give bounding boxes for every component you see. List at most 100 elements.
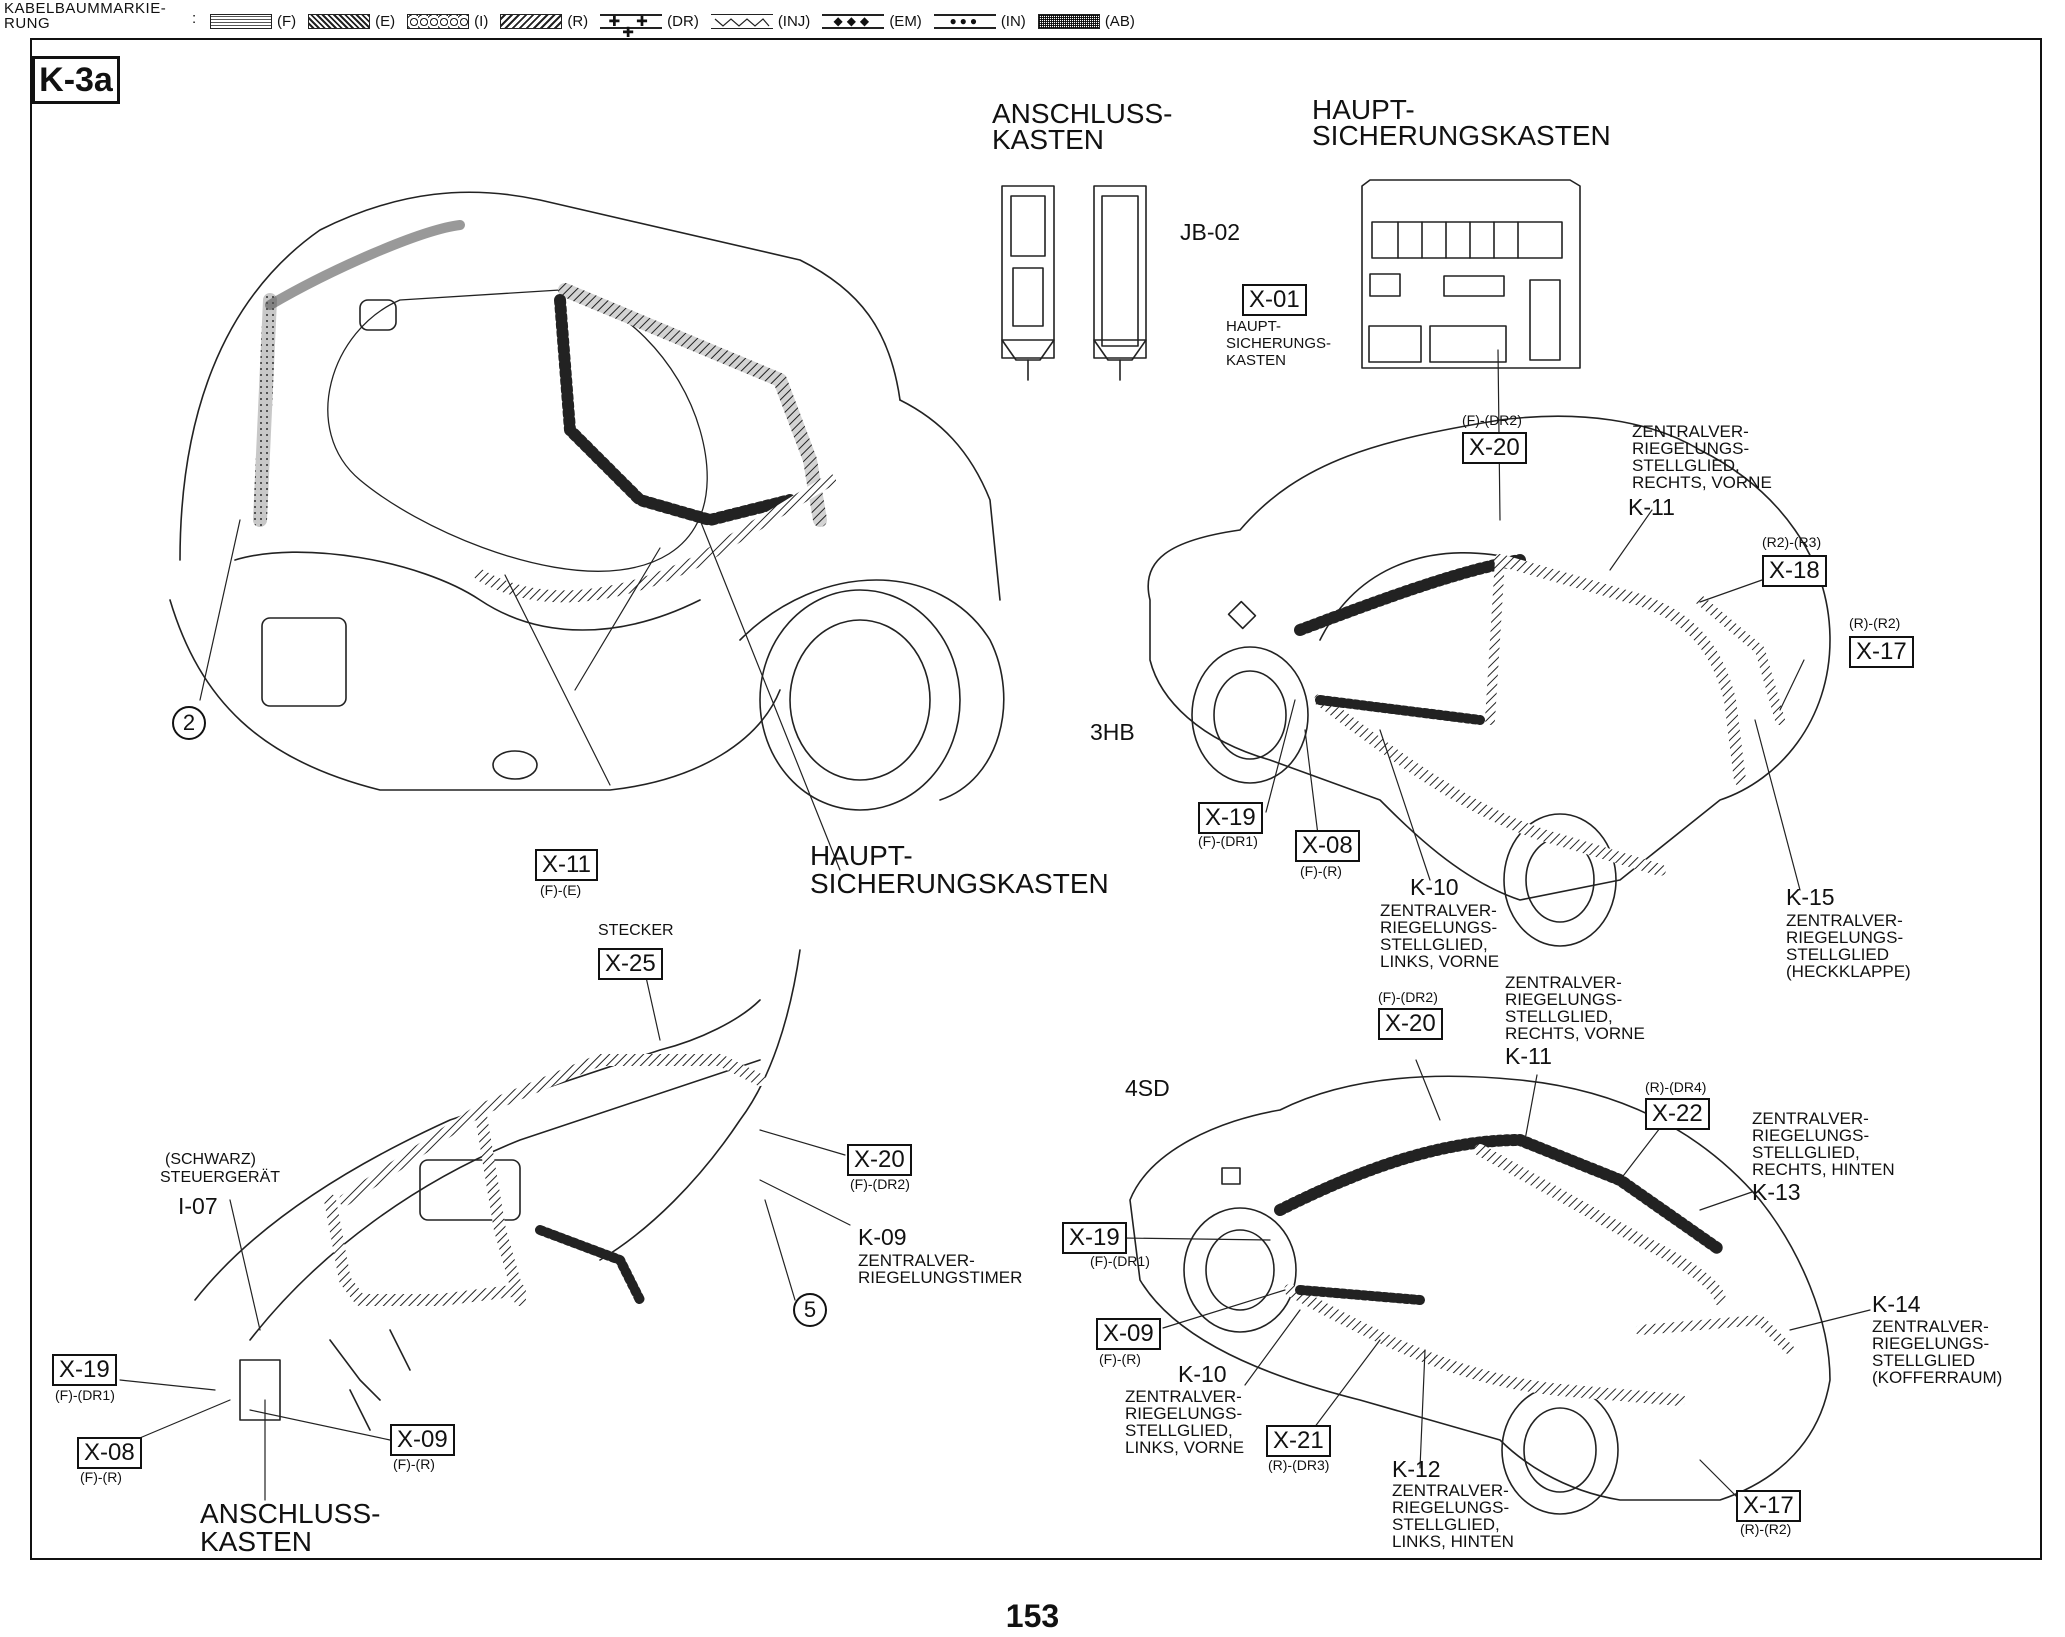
hb-x08-sub: (F)-(R) [1300,863,1342,879]
legend-item-em: ◆◆◆ (EM) [822,13,922,30]
pattern-e-swatch-icon [308,14,371,29]
legend-code: (I) [474,13,489,30]
hb-k15-code: K-15 [1786,884,1835,910]
sd-k10-code: K-10 [1178,1361,1227,1387]
junction-box-title-1: ANSCHLUSS- [992,98,1173,129]
legend-item-dr: ✚ ✚ ✚(DR) [600,13,699,39]
legend-item-r: (R) [500,13,588,30]
main-fuse-box-drawing [1361,179,1581,369]
hb-x20-sub: (F)-(DR2) [1462,412,1522,428]
harness-legend: (F) (E) (I) (R) ✚ ✚ ✚(DR) (INJ) ◆◆◆(EM) … [210,13,1143,39]
hatchback-car-drawing [1147,349,1831,947]
pattern-em-swatch-icon: ◆◆◆ [822,14,885,29]
ecu-color-label: (SCHWARZ) [165,1151,256,1168]
ecu-label: STEUERGERÄT [160,1169,281,1186]
hb-x19-sub: (F)-(DR1) [1198,833,1258,849]
dash-stecker-label: STECKER [598,922,674,939]
sd-x19-sub: (F)-(DR1) [1090,1253,1150,1269]
legend-code: (DR) [667,13,699,30]
pattern-f-swatch-icon [210,14,272,29]
dash-connector-x09-box: X-09 [390,1424,455,1456]
pattern-inj-swatch-icon [710,14,773,29]
hb-x18-sub: (R2)-(R3) [1762,534,1822,550]
fuse-panel-title-1: HAUPT- [1312,94,1415,125]
legend-code: (AB) [1104,13,1135,30]
sd-k12-code: K-12 [1392,1456,1441,1482]
legend-code: (R) [567,13,589,30]
header-title: KABELBAUMMARKIE- RUNG [4,1,166,31]
dashboard-drawing [119,949,851,1501]
dash-k09-desc: ZENTRALVER- RIEGELUNGSTIMER [858,1251,1023,1287]
pattern-ab-swatch-icon [1037,14,1100,29]
dash-junction-box-label-1: ANSCHLUSS- [200,1498,381,1529]
header-title-line1: KABELBAUMMARKIE- [4,0,167,17]
callout-5: 5 [793,1293,827,1327]
variant-3hb-label: 3HB [1090,719,1135,745]
sedan-car-drawing [1121,1059,1871,1515]
fuse-panel-title-2: SICHERUNGSKASTEN [1312,120,1611,151]
sd-x20-sub: (F)-(DR2) [1378,989,1438,1005]
legend-code: (INJ) [777,13,811,30]
sd-connector-x20-box: X-20 [1378,1008,1443,1040]
pattern-dr-swatch-icon: ✚ ✚ ✚ [600,14,663,39]
header-title-line2: RUNG [4,15,51,32]
sd-k11-code: K-11 [1505,1043,1552,1069]
hb-connector-x18-box: X-18 [1762,555,1827,587]
hb-k15-desc: ZENTRALVER- RIEGELUNGS- STELLGLIED (HECK… [1786,911,1911,981]
sd-x17-sub: (R)-(R2) [1740,1521,1792,1537]
fuse-box-small-label: HAUPT- SICHERUNGS- KASTEN [1226,318,1332,369]
legend-code: (F) [277,13,297,30]
hb-connector-x17-box: X-17 [1849,636,1914,668]
page-tag: K-3a [32,56,120,104]
connector-x11-sub: (F)-(E) [540,882,582,898]
legend-code: (EM) [889,13,922,30]
dash-junction-box-label-2: KASTEN [200,1526,313,1557]
junction-box-panel-drawing [1001,185,1147,381]
engine-bay-drawing [169,191,1005,871]
sd-k11-desc: ZENTRALVER- RIEGELUNGS- STELLGLIED, RECH… [1505,973,1645,1043]
pattern-i-swatch-icon [407,14,470,29]
legend-item-in: ●●●(IN) [933,13,1026,30]
junction-box-title-2: KASTEN [992,124,1105,155]
sd-connector-x17-box: X-17 [1736,1490,1801,1522]
dash-x09-sub: (F)-(R) [393,1456,435,1472]
legend-item-e: (E) [308,13,395,30]
sd-connector-x22-box: X-22 [1645,1098,1710,1130]
callout-2: 2 [172,706,206,740]
header-colon: : [192,10,197,27]
dash-connector-x19-box: X-19 [52,1354,117,1386]
sd-k14-desc: ZENTRALVER- RIEGELUNGS- STELLGLIED (KOFF… [1872,1317,2003,1387]
hb-k10-desc: ZENTRALVER- RIEGELUNGS- STELLGLIED, LINK… [1380,901,1500,971]
dash-k09-code: K-09 [858,1224,907,1250]
connector-x11-box: X-11 [535,849,598,881]
pattern-r-swatch-icon [500,14,563,29]
legend-item-i: (I) [407,13,488,30]
hb-connector-x19-box: X-19 [1198,802,1263,834]
legend-item-inj: (INJ) [710,13,811,30]
sd-connector-x09-box: X-09 [1096,1318,1161,1350]
dash-x08-sub: (F)-(R) [80,1469,122,1485]
dash-x20-sub: (F)-(DR2) [850,1176,910,1192]
hb-x17-sub: (R)-(R2) [1849,615,1901,631]
legend-code: (E) [375,13,396,30]
sd-k13-desc: ZENTRALVER- RIEGELUNGS- STELLGLIED, RECH… [1752,1109,1895,1179]
dash-connector-x08-box: X-08 [77,1437,142,1469]
main-fuse-box-label-2: SICHERUNGSKASTEN [810,868,1109,899]
variant-4sd-label: 4SD [1125,1075,1170,1101]
legend-item-f: (F) [210,13,296,30]
diagram-frame [30,38,2042,1560]
hb-k11-code: K-11 [1628,494,1675,520]
harness-marking-header: KABELBAUMMARKIE- RUNG : (F) (E) (I) (R) … [0,0,1400,40]
sd-k12-desc: ZENTRALVER- RIEGELUNGS- STELLGLIED, LINK… [1392,1481,1514,1551]
sd-connector-x21-box: X-21 [1266,1425,1331,1457]
hb-k11-desc: ZENTRALVER- RIEGELUNGS- STELLGLIED, RECH… [1632,422,1772,492]
sd-x21-sub: (R)-(DR3) [1268,1457,1330,1473]
ecu-i07-code: I-07 [178,1193,218,1219]
dash-connector-x20-box: X-20 [847,1144,912,1176]
sd-k14-code: K-14 [1872,1291,1921,1317]
main-fuse-box-label-1: HAUPT- [810,840,913,871]
hb-k10-code: K-10 [1410,874,1459,900]
jb02-label: JB-02 [1180,219,1241,245]
legend-code: (IN) [1000,13,1026,30]
